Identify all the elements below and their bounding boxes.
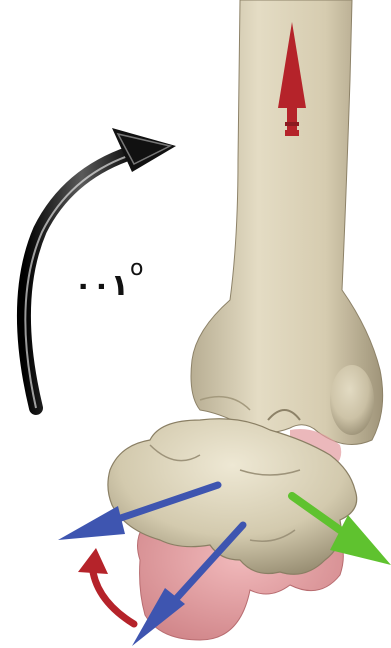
small-curved-red-arrow-icon (78, 548, 134, 624)
degree-symbol: o (130, 256, 143, 281)
rotation-angle-label: ١٠٠ (74, 268, 129, 303)
